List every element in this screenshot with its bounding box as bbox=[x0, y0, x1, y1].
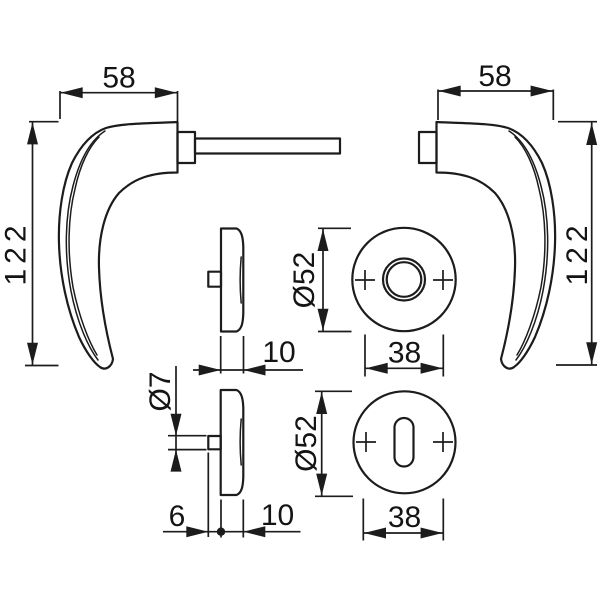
screw-cross-left-bottom bbox=[356, 432, 376, 452]
spindle-stub-bottom bbox=[207, 434, 222, 451]
dimension-top-rosette-depth: 10 bbox=[193, 336, 303, 376]
dim-left-handle-height-label: 122 bbox=[0, 220, 33, 285]
dimension-bottom-rosette-diameter: Ø52 bbox=[290, 390, 353, 498]
spindle-hole-inner bbox=[385, 261, 423, 298]
rosette-face-bottom bbox=[352, 390, 457, 495]
dimension-top-rosette-diameter: Ø52 bbox=[288, 227, 352, 333]
rosette-profile-bottom bbox=[207, 388, 245, 497]
left-lever-handle bbox=[57, 120, 197, 370]
right-lever-handle bbox=[417, 120, 557, 370]
dim-pin-diameter-label: Ø7 bbox=[144, 371, 177, 411]
dimension-top-screw-spacing: 38 bbox=[364, 334, 445, 377]
dim-bottom-screw-spacing-label: 38 bbox=[388, 501, 421, 534]
dimension-origin-dot bbox=[216, 527, 226, 536]
dim-top-rosette-diameter-label: Ø52 bbox=[288, 252, 321, 309]
dimension-right-handle-height: 122 bbox=[556, 120, 598, 366]
keyhole-slot bbox=[393, 416, 415, 468]
screw-cross-left bbox=[355, 270, 375, 290]
screw-cross-right bbox=[433, 270, 453, 290]
spindle-hole-outer bbox=[381, 257, 427, 302]
dim-top-rosette-depth-label: 10 bbox=[262, 336, 295, 369]
rosette-profile-top bbox=[207, 227, 245, 333]
dim-pin-protrusion-label: 6 bbox=[169, 500, 186, 533]
dimension-pin-protrusion-and-depth: 6 10 bbox=[163, 452, 301, 538]
rosette-face-top bbox=[351, 226, 457, 333]
dimension-left-handle-width: 58 bbox=[59, 62, 179, 121]
dim-right-handle-width-label: 58 bbox=[478, 60, 511, 93]
dim-right-handle-height-label: 122 bbox=[561, 220, 594, 285]
dim-bottom-rosette-diameter-label: Ø52 bbox=[290, 415, 323, 472]
dimension-right-handle-width: 58 bbox=[437, 60, 555, 120]
dimension-pin-diameter: Ø7 bbox=[144, 366, 207, 472]
dimension-bottom-screw-spacing: 38 bbox=[362, 498, 445, 541]
dim-bottom-rosette-depth-label: 10 bbox=[261, 499, 294, 532]
spindle-bar bbox=[193, 137, 342, 155]
dim-left-handle-width-label: 58 bbox=[102, 62, 135, 95]
screw-cross-right-bottom bbox=[433, 432, 453, 452]
dim-top-screw-spacing-label: 38 bbox=[388, 337, 421, 370]
dimension-left-handle-height: 122 bbox=[0, 120, 59, 367]
spindle-stub-top bbox=[207, 270, 223, 288]
